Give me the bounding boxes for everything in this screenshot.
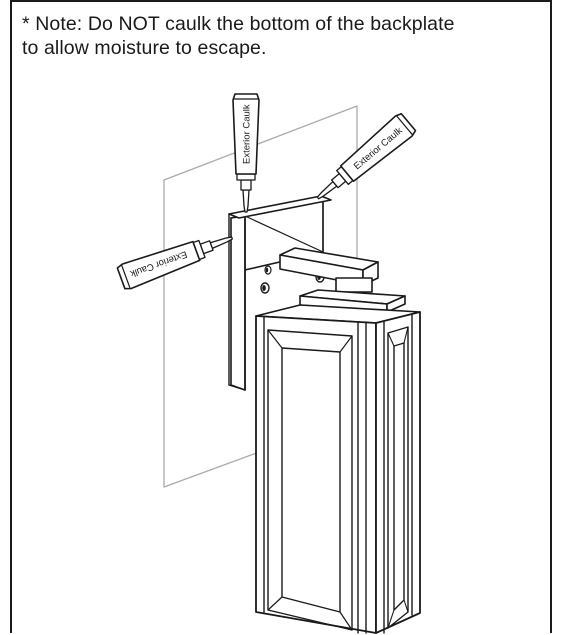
- lantern-body: [255, 311, 421, 634]
- diagram-frame: [10, 0, 552, 633]
- caulk-tube-right: Exterior Caulk: [316, 112, 417, 200]
- caulk-note: * Note: Do NOT caulk the bottom of the b…: [22, 12, 552, 60]
- mounting-screw-center: [264, 265, 272, 275]
- lantern-cap: [255, 277, 421, 324]
- note-line-1: * Note: Do NOT caulk the bottom of the b…: [22, 13, 455, 35]
- caulk-label-vertical: Exterior Caulk: [242, 104, 253, 164]
- caulk-tube-vertical: Exterior Caulk: [232, 93, 260, 213]
- mounting-screw-left: [260, 282, 270, 294]
- caulk-tube-left: Exterior Caulk: [116, 236, 233, 290]
- note-line-2: to allow moisture to escape.: [22, 37, 267, 59]
- backplate: [228, 195, 332, 391]
